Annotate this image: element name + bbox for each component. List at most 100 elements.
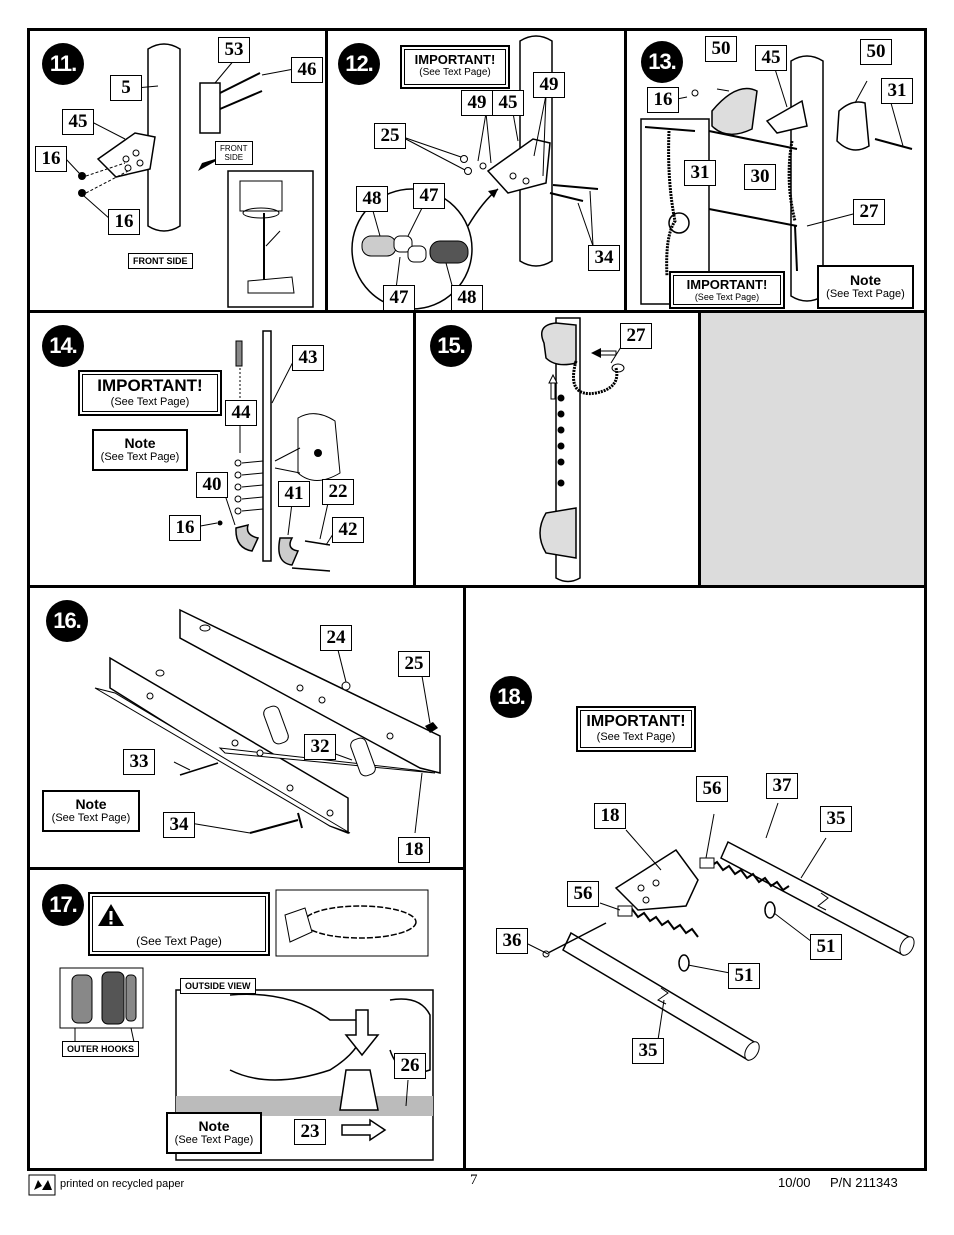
part-number-35-b: 35	[632, 1038, 664, 1064]
important-sub-13: (See Text Page)	[694, 292, 760, 302]
footer-recycled-text: printed on recycled paper	[60, 1178, 185, 1190]
empty-grey-panel	[698, 310, 927, 588]
part-number-34-16: 34	[163, 812, 195, 838]
important-title-18: IMPORTANT!	[586, 713, 686, 730]
front-side-small-tag: FRONT SIDE	[215, 141, 253, 165]
part-number-37: 37	[766, 773, 798, 799]
part-number-43: 43	[292, 345, 324, 371]
important-title-14: IMPORTANT!	[97, 376, 203, 395]
part-number-24: 24	[320, 625, 352, 651]
part-number-50-a: 50	[705, 36, 737, 62]
footer-date: 10/00	[778, 1175, 811, 1190]
note-box-13: Note (See Text Page)	[817, 265, 914, 309]
important-box-13: IMPORTANT! (See Text Page)	[669, 271, 785, 309]
part-number-18-16: 18	[398, 837, 430, 863]
panel-step-14: 14. IMPORTANT! (See Text Page)	[27, 310, 416, 588]
part-number-16-b: 16	[108, 209, 140, 235]
note-box-16: Note (See Text Page)	[42, 790, 140, 832]
part-number-42: 42	[332, 517, 364, 543]
part-number-56-a: 56	[696, 776, 728, 802]
note-sub-16: (See Text Page)	[51, 812, 131, 824]
outer-hooks-tag: OUTER HOOKS	[62, 1041, 140, 1057]
important-box-14: IMPORTANT! (See Text Page)	[78, 370, 222, 416]
part-number-56-b: 56	[567, 881, 599, 907]
part-number-53: 53	[218, 37, 250, 63]
note-title-16: Note	[75, 796, 107, 812]
panel-step-12: 12. IMPORTANT! (See Text Page)	[325, 28, 627, 313]
part-number-49-a: 49	[461, 90, 493, 116]
note-sub-13: (See Text Page)	[826, 288, 905, 300]
note-box-17: Note (See Text Page)	[166, 1112, 262, 1154]
part-number-48-b: 48	[451, 285, 483, 310]
warning-sub-17: (See Text Page)	[136, 934, 222, 948]
part-number-49-b: 49	[533, 72, 565, 98]
part-number-46: 46	[291, 57, 323, 83]
part-number-16-a: 16	[35, 146, 67, 172]
part-number-45-12: 45	[492, 90, 524, 116]
part-number-36: 36	[496, 928, 528, 954]
panel-step-13: 13. 50 45 50 16 31 31 30 27 IMPORTANT! (…	[624, 28, 927, 313]
part-number-50-b: 50	[860, 39, 892, 65]
part-number-51-a: 51	[810, 934, 842, 960]
note-title-17: Note	[198, 1118, 230, 1134]
important-sub-12: (See Text Page)	[419, 67, 491, 78]
step-14-illustration	[194, 330, 341, 572]
part-number-22: 22	[322, 479, 354, 505]
step-number-14: 14.	[42, 325, 84, 367]
part-number-33: 33	[123, 749, 155, 775]
warning-triangle-icon	[98, 904, 124, 926]
part-number-5: 5	[110, 75, 142, 101]
footer-page-number: 7	[470, 1172, 478, 1188]
part-number-25-16: 25	[398, 651, 430, 677]
step-number-12: 12.	[338, 43, 380, 85]
panel-step-18: 18. IMPORTANT! (See Text Page)	[463, 585, 927, 1171]
part-number-51-b: 51	[728, 963, 760, 989]
step-number-18: 18.	[490, 676, 532, 718]
important-box-18: IMPORTANT! (See Text Page)	[576, 706, 696, 752]
part-number-18-18: 18	[594, 803, 626, 829]
part-number-44: 44	[225, 400, 257, 426]
step-number-15: 15.	[430, 325, 472, 367]
part-number-40: 40	[196, 472, 228, 498]
part-number-41: 41	[278, 481, 310, 507]
step-number-17: 17.	[42, 884, 84, 926]
part-number-27-15: 27	[620, 323, 652, 349]
step-11-illustration	[64, 43, 314, 308]
step-17-illustration	[59, 889, 434, 1161]
part-number-45: 45	[62, 109, 94, 135]
part-number-31-a: 31	[881, 78, 913, 104]
note-title-14: Note	[124, 435, 156, 451]
step-18-illustration	[527, 802, 915, 1062]
part-number-47-b: 47	[383, 285, 415, 310]
note-sub-14: (See Text Page)	[100, 451, 180, 463]
outside-view-tag: OUTSIDE VIEW	[180, 978, 256, 994]
part-number-16-14: 16	[169, 515, 201, 541]
part-number-31-b: 31	[684, 160, 716, 186]
part-number-35-a: 35	[820, 806, 852, 832]
front-side-tag: FRONT SIDE	[128, 253, 193, 269]
note-box-14: Note (See Text Page)	[92, 429, 188, 471]
important-title-12: IMPORTANT!	[414, 52, 496, 67]
note-sub-17: (See Text Page)	[174, 1134, 254, 1146]
important-sub-14: (See Text Page)	[110, 396, 190, 408]
important-box-12: IMPORTANT! (See Text Page)	[400, 45, 510, 89]
part-number-27-13: 27	[853, 199, 885, 225]
step-13-illustration	[640, 55, 913, 305]
part-number-23: 23	[294, 1119, 326, 1145]
part-number-26: 26	[394, 1053, 426, 1079]
part-number-16-13: 16	[647, 87, 679, 113]
part-number-30: 30	[744, 164, 776, 190]
part-number-32: 32	[304, 734, 336, 760]
panel-step-11: 11. 53 46 5 45 16 16 FRON	[27, 28, 328, 313]
panel-step-15: 15. 27	[413, 310, 701, 588]
step-15-illustration	[539, 317, 625, 583]
important-sub-18: (See Text Page)	[596, 731, 676, 743]
important-title-13: IMPORTANT!	[686, 277, 768, 292]
panel-step-16: 16. 24 25 33 32 34 18 Note (See Text Pag…	[27, 585, 466, 870]
part-number-45-13: 45	[755, 45, 787, 71]
footer-part-number: P/N 211343	[830, 1175, 898, 1190]
part-number-47-a: 47	[413, 183, 445, 209]
step-number-11: 11.	[42, 43, 84, 85]
part-number-25-12: 25	[374, 123, 406, 149]
warning-box-17: (See Text Page)	[88, 892, 270, 956]
